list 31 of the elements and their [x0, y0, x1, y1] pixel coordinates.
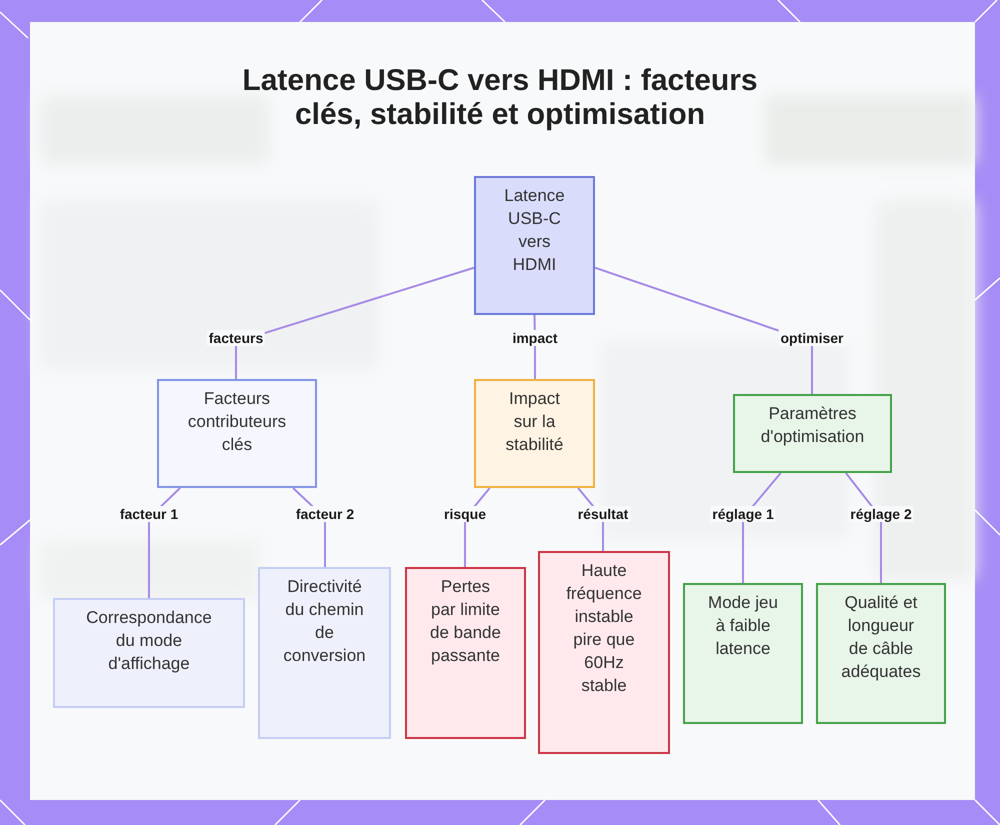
edge-label: risque — [442, 506, 488, 522]
connector-line — [235, 266, 474, 379]
node-text: Paramètres d'optimisation — [760, 403, 866, 448]
diagram-title: Latence USB-C vers HDMI : facteurs clés, stabilité et optimisation — [241, 64, 759, 132]
node-text: Correspondance du mode d'affichage — [85, 607, 213, 675]
node-text: Mode jeu à faible latence — [707, 592, 779, 660]
edge-label: impact — [510, 330, 560, 346]
concept-box — [816, 583, 946, 724]
concept-box — [474, 176, 595, 315]
node-text: Pertes par limite de bande passante — [429, 576, 502, 667]
concept-box — [733, 394, 892, 473]
concept-box — [405, 567, 526, 739]
concept-box — [683, 583, 803, 724]
edge-label: réglage 2 — [848, 506, 914, 522]
concept-box — [538, 551, 670, 754]
edge-label: facteur 1 — [118, 506, 180, 522]
node-text: Haute fréquence instable pire que 60Hz stable — [565, 560, 643, 697]
node-text: Latence USB-C vers HDMI — [503, 185, 566, 276]
edge-label: résultat — [576, 506, 630, 522]
concept-box — [474, 379, 595, 488]
node-text: Directivité du chemin de conversion — [282, 576, 367, 667]
edge-label: facteur 2 — [294, 506, 356, 522]
edge-label: facteurs — [206, 330, 266, 346]
concept-box — [53, 598, 245, 708]
edge-label: réglage 1 — [710, 506, 776, 522]
node-text: Impact sur la stabilité — [504, 388, 564, 456]
concept-box — [258, 567, 391, 739]
concept-box — [157, 379, 317, 488]
node-text: Facteurs contributeurs clés — [186, 388, 288, 456]
node-text: Qualité et longueur de câble adéquates — [840, 592, 922, 683]
edge-label: optimiser — [778, 330, 846, 346]
